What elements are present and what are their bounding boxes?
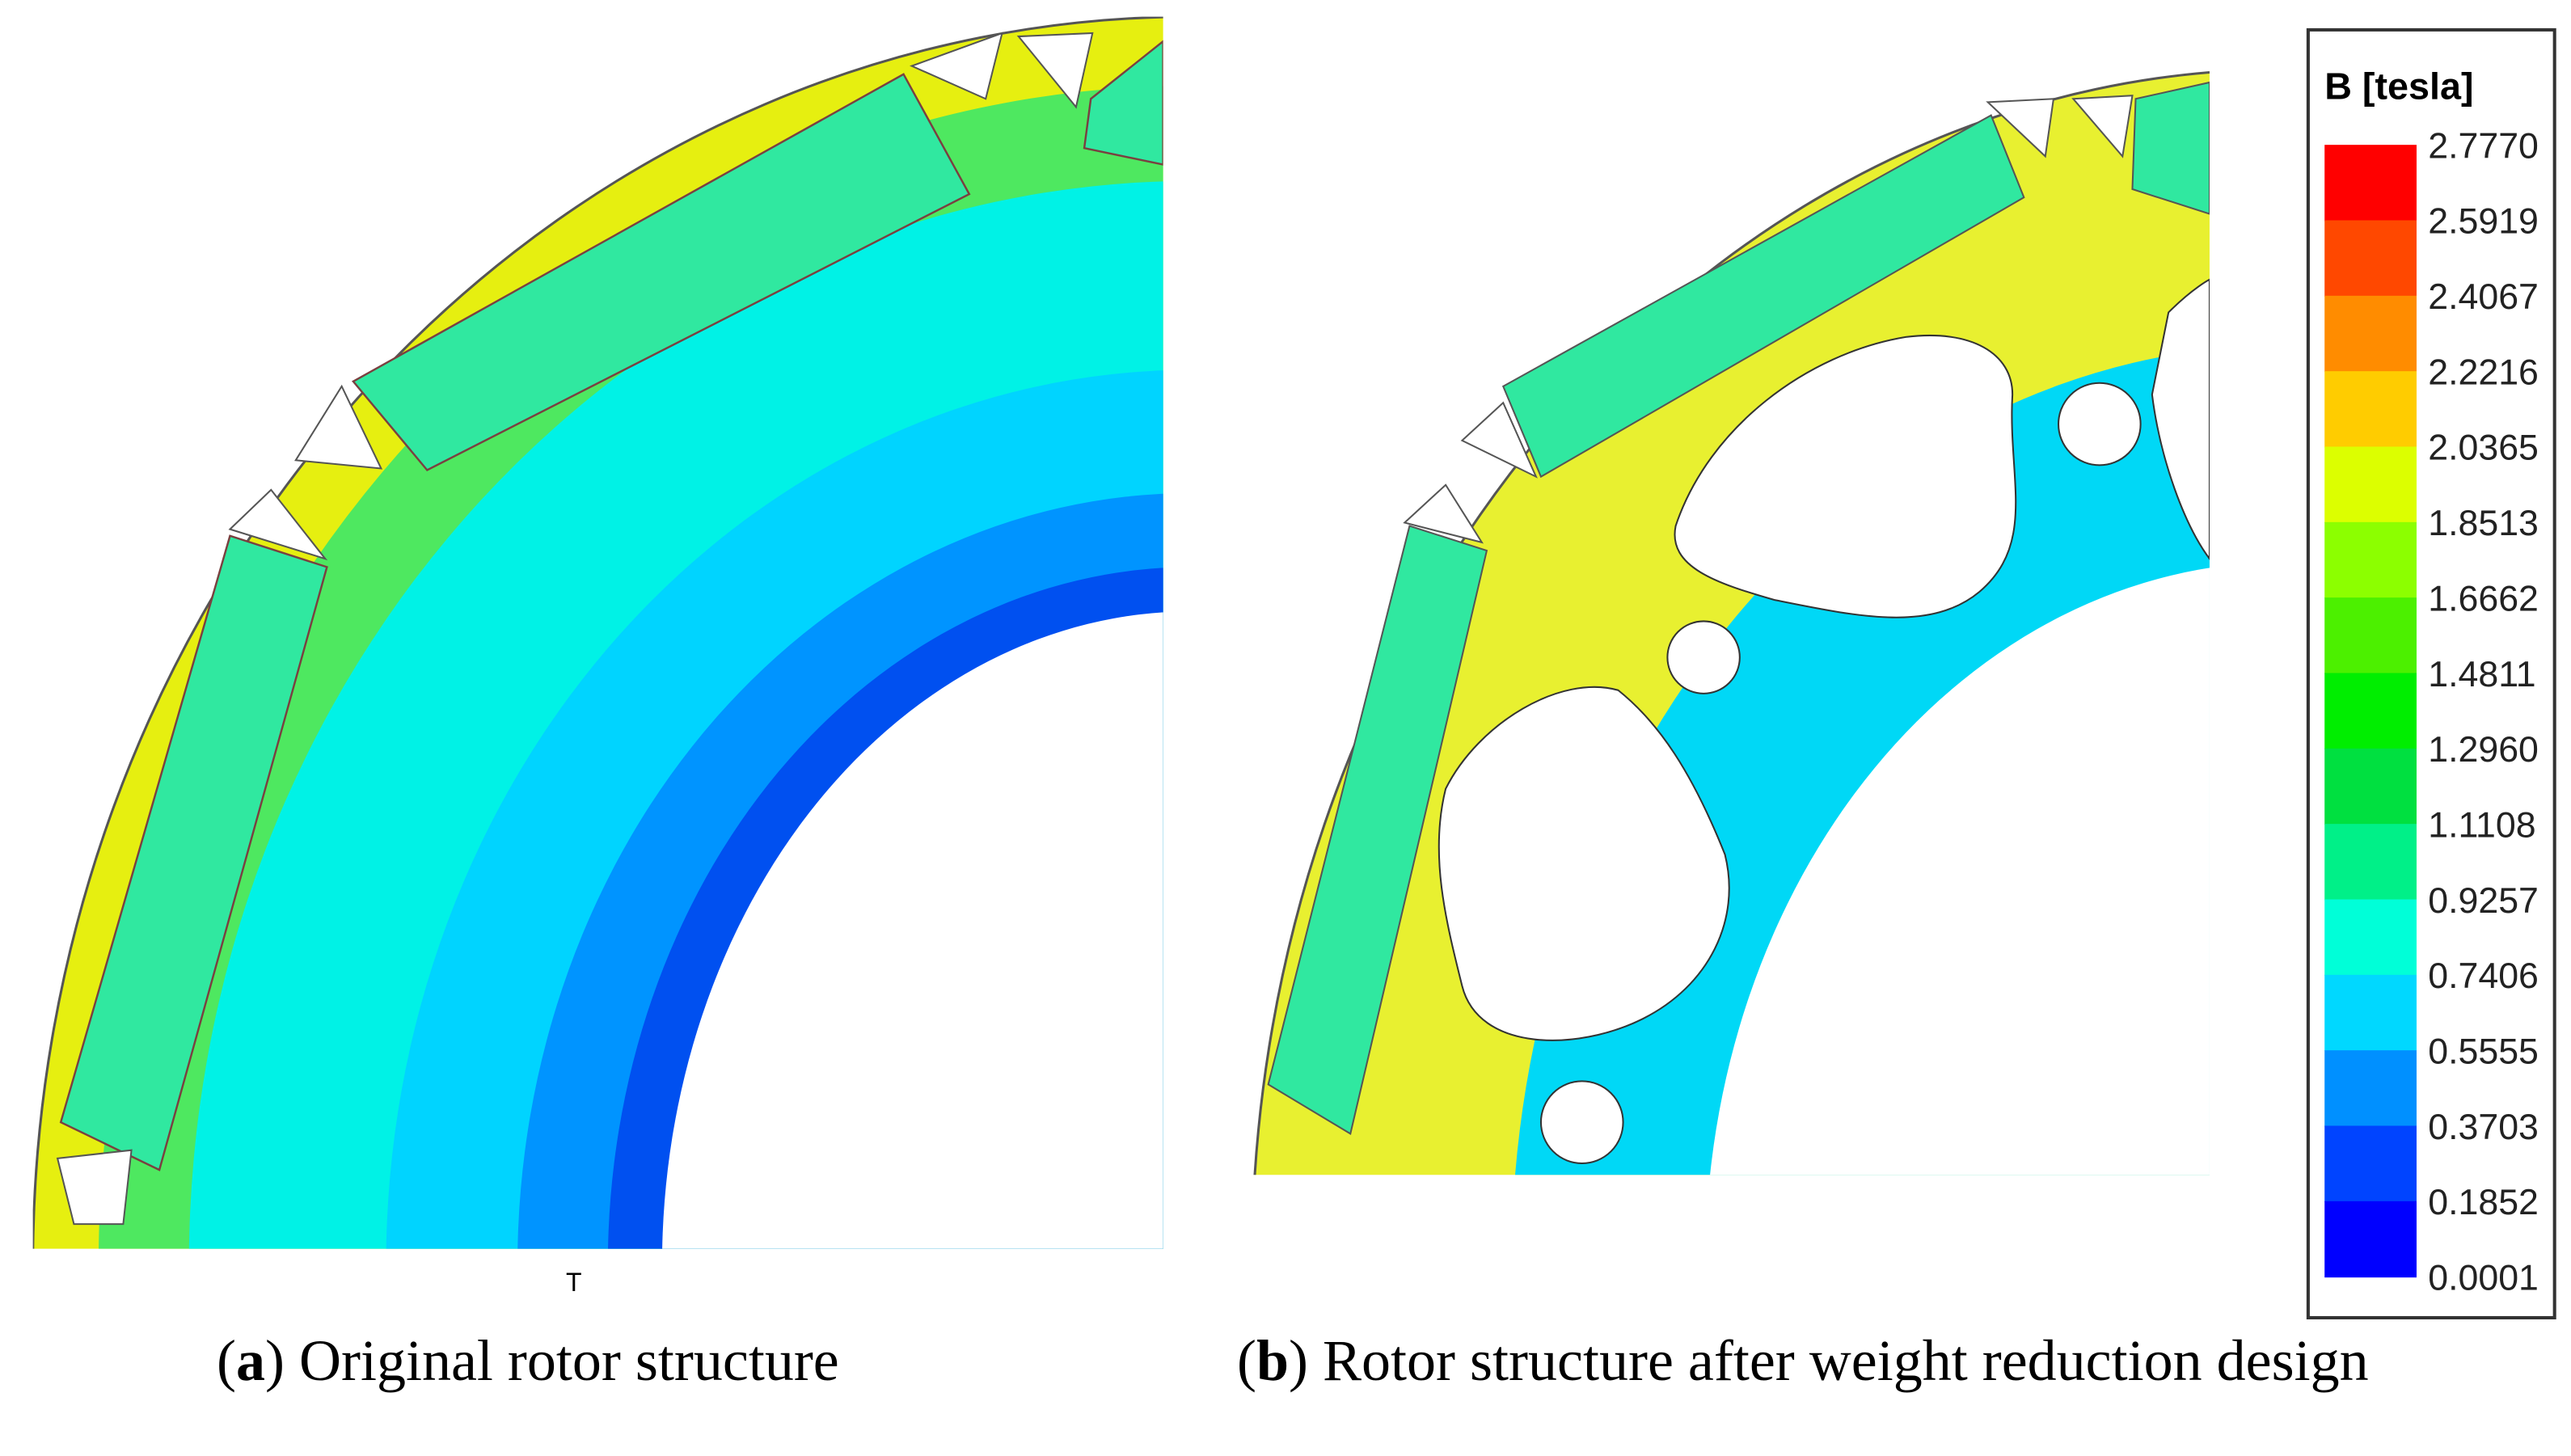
legend-label: 2.4067: [2428, 277, 2539, 317]
caption-a: (a) Original rotor structure: [217, 1328, 839, 1393]
shaft-bore: [1710, 568, 2210, 1175]
slot: [1986, 98, 2055, 158]
legend-band: [2324, 673, 2417, 749]
hole: [1539, 1080, 1624, 1164]
magnet: [1267, 525, 1488, 1135]
legend-label: 1.8513: [2428, 504, 2539, 543]
magnet: [1501, 114, 2025, 479]
legend-label: 2.5919: [2428, 202, 2539, 242]
hole: [1666, 620, 1741, 694]
slot: [228, 488, 328, 561]
legend-label: 1.6662: [2428, 579, 2539, 618]
shaft-bore: [662, 612, 1163, 1249]
lightening-hole: [1674, 334, 2017, 618]
legend-label: 0.7406: [2428, 956, 2539, 996]
slot: [2071, 95, 2134, 158]
slot: [294, 384, 383, 470]
legend-band: [2324, 1050, 2417, 1127]
lightening-hole: [2151, 278, 2210, 560]
hole: [2058, 382, 2142, 466]
legend-band: [2324, 371, 2417, 448]
panel-a-mark: T: [566, 1268, 582, 1297]
magnet: [351, 73, 971, 472]
legend-band: [2324, 824, 2417, 901]
legend-label: 0.5555: [2428, 1032, 2539, 1071]
legend-band: [2324, 597, 2417, 674]
legend-band: [2324, 521, 2417, 599]
legend-label: 2.0365: [2428, 428, 2539, 468]
reduced-rotor-flux-plot: [1253, 71, 2210, 1175]
original-rotor-flux-plot: [32, 16, 1163, 1249]
legend-label: 2.7770: [2428, 126, 2539, 166]
legend-label: 1.4811: [2428, 655, 2535, 694]
legend-band: [2324, 1125, 2417, 1202]
slot: [1016, 32, 1094, 109]
legend-label: 0.0001: [2428, 1258, 2539, 1298]
slot: [1460, 401, 1538, 479]
legend-label: 0.9257: [2428, 881, 2539, 921]
legend-band: [2324, 748, 2417, 825]
legend-label: 2.2216: [2428, 352, 2539, 392]
slot: [1403, 483, 1484, 544]
legend-band: [2324, 899, 2417, 976]
legend-band: [2324, 974, 2417, 1052]
color-legend: B [tesla] 2.7770 2.5919 2.4067 2.2216 2.0365…: [2306, 27, 2556, 1320]
caption-b: (b) Rotor structure after weight reducti…: [1237, 1328, 2369, 1393]
legend-label: 1.1108: [2428, 805, 2535, 845]
legend-label: 1.2960: [2428, 730, 2539, 770]
legend-band: [2324, 1201, 2417, 1278]
legend-label: 0.1852: [2428, 1183, 2539, 1222]
slot: [910, 32, 1003, 100]
legend-band: [2324, 145, 2417, 222]
legend-label: 0.3703: [2428, 1108, 2539, 1147]
legend-title: B [tesla]: [2324, 65, 2473, 107]
lightening-hole: [1437, 686, 1730, 1041]
legend-band: [2324, 295, 2417, 373]
legend-band: [2324, 220, 2417, 297]
magnet: [1083, 40, 1163, 166]
magnet: [2131, 81, 2210, 215]
legend-band: [2324, 446, 2417, 523]
slot: [56, 1149, 133, 1226]
